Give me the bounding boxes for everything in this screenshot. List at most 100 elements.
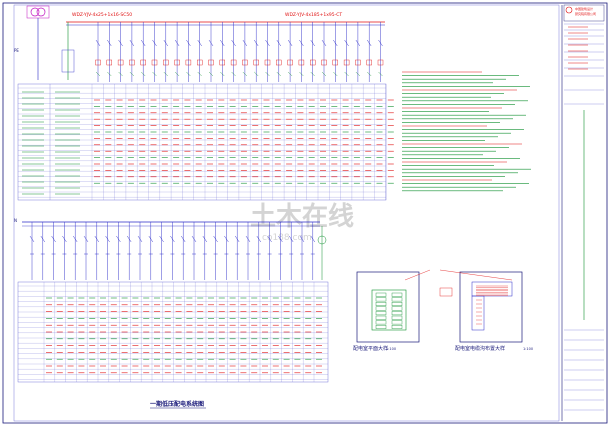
breaker-symbol [333, 39, 338, 47]
watermark-subtext: co188.com [262, 233, 312, 243]
breaker-symbol [299, 235, 305, 243]
transformer-symbol [26, 5, 50, 19]
breaker-symbol [105, 235, 110, 243]
meter-symbol [298, 59, 305, 66]
row-label-n: N [14, 218, 17, 223]
capacitor-bank [61, 49, 75, 73]
meter-symbol [140, 59, 146, 66]
ct-symbol [344, 71, 349, 77]
breaker-symbol [378, 39, 383, 47]
breaker-symbol [62, 235, 67, 243]
breaker-symbol [29, 235, 35, 243]
breaker-symbol [129, 39, 135, 47]
row-label-pe: PE [14, 48, 19, 53]
meter-symbol [106, 59, 113, 66]
busbar-cable-label: WDZ-YJV-4x185+1x95-CT [285, 12, 342, 18]
cabinet [375, 297, 387, 302]
breaker-symbol [245, 235, 251, 243]
meter-symbol [117, 59, 124, 66]
cabinet [391, 302, 403, 306]
cabinet [375, 292, 387, 297]
meter-symbol [377, 59, 384, 66]
meter-symbol [264, 59, 271, 66]
breaker-symbol [191, 235, 197, 243]
breaker-symbol [208, 39, 214, 47]
title-block: 中国建筑设计 研究院有限公司 [561, 4, 605, 421]
ct-symbol [333, 71, 338, 77]
ct-symbol [129, 71, 135, 77]
table-frame [17, 83, 387, 201]
breaker-symbol [141, 39, 146, 47]
breaker-symbol [186, 39, 191, 47]
breaker-symbol [116, 235, 121, 243]
ct-symbol [220, 71, 225, 77]
meter-symbol [242, 59, 248, 66]
meter-symbol [151, 59, 158, 66]
meter-symbol [355, 59, 361, 66]
breaker-symbol [94, 235, 99, 243]
plan1-scale: 1:100 [386, 347, 396, 351]
cabinet [391, 311, 403, 316]
breaker-symbol [95, 39, 101, 47]
breaker-symbol [174, 39, 180, 47]
ct-symbol [299, 71, 304, 77]
breaker-symbol [163, 39, 168, 47]
meter-symbol [219, 59, 226, 66]
design-notes [402, 71, 531, 192]
incoming-cable-label: WDZ-YJV-4x25+1x16-SC50 [72, 12, 132, 18]
breaker-symbol [51, 235, 56, 243]
breaker-symbol [310, 39, 315, 47]
breaker-symbol [127, 235, 132, 243]
meter-symbol [208, 59, 214, 66]
cabinet [391, 320, 403, 325]
upper-schedule-table [17, 83, 394, 201]
leader-line [439, 269, 513, 281]
breaker-symbol [152, 39, 157, 47]
meter-symbol [310, 59, 316, 66]
ct-symbol [254, 71, 259, 77]
breaker-symbol [170, 235, 175, 243]
breaker-symbol [83, 235, 89, 243]
breaker-symbol [213, 235, 218, 243]
meter-symbol [321, 59, 327, 66]
trench [471, 295, 485, 331]
ct-symbol [208, 71, 214, 77]
lower-busbar-system [22, 221, 327, 280]
breaker-symbol [299, 39, 304, 47]
meter-symbol [230, 59, 237, 66]
breaker-symbol [256, 235, 261, 243]
meter-symbol [129, 59, 135, 66]
breaker-symbol [242, 39, 248, 47]
upper-busbar-system [37, 18, 385, 82]
lower-schedule-table [17, 281, 329, 383]
sheet-border [2, 2, 608, 424]
meter-symbol [343, 59, 350, 66]
breaker-symbol [278, 235, 283, 243]
ct-symbol [242, 71, 248, 77]
ct-symbol [231, 71, 236, 77]
meter-symbol [95, 59, 101, 66]
breaker-symbol [310, 235, 315, 243]
breaker-symbol [107, 39, 112, 47]
meter-symbol [287, 59, 293, 66]
ct-symbol [378, 71, 383, 77]
breaker-symbol [220, 39, 225, 47]
cabinet [391, 325, 403, 329]
ct-symbol [197, 71, 202, 77]
breaker-symbol [118, 39, 123, 47]
breaker-symbol [137, 235, 143, 243]
breaker-symbol [159, 235, 164, 243]
cabinet [391, 306, 403, 311]
breaker-symbol [202, 235, 207, 243]
cabinet [375, 306, 387, 311]
breaker-symbol [181, 235, 186, 243]
company-logo-icon [565, 6, 573, 14]
breaker-symbol [265, 39, 270, 47]
breaker-symbol [224, 235, 229, 243]
ct-symbol [118, 71, 123, 77]
trench [471, 281, 513, 297]
ct-symbol [152, 71, 157, 77]
meter-symbol [174, 59, 180, 66]
breaker-symbol [231, 39, 236, 47]
